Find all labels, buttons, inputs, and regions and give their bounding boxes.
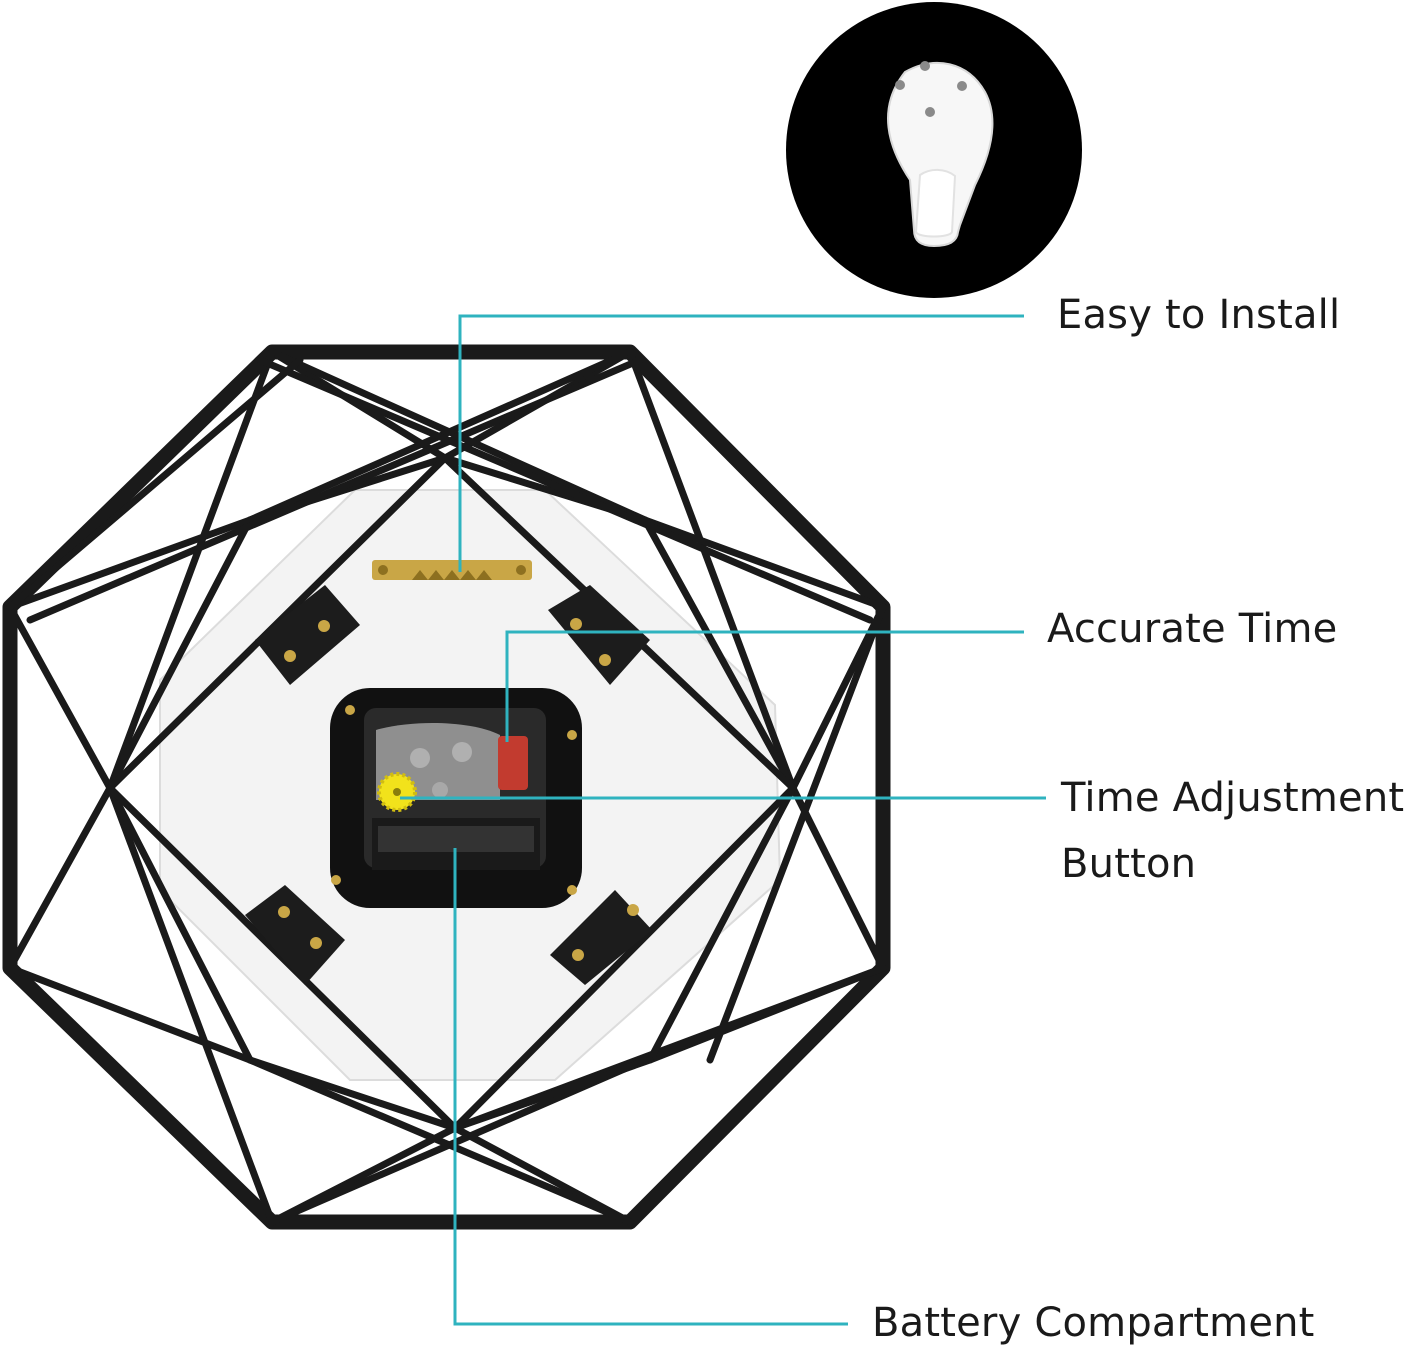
sawtooth-hanger — [372, 560, 532, 580]
callout-easy-to-install: Easy to Install — [1057, 292, 1341, 338]
callout-time-adjustment-line1: Time Adjustment — [1061, 775, 1404, 821]
leader-line-easy-install — [458, 314, 1024, 572]
callout-leader-lines — [400, 314, 1046, 1326]
callout-accurate-time: Accurate Time — [1047, 606, 1338, 652]
callout-time-adjustment-button: Time Adjustment Button — [1061, 765, 1404, 897]
wall-hook-icon — [786, 2, 1082, 298]
time-adjustment-gear-icon — [377, 772, 417, 812]
leader-line-battery — [453, 848, 848, 1326]
mounting-brackets — [245, 585, 652, 985]
callout-battery-compartment: Battery Compartment — [872, 1300, 1315, 1346]
callout-time-adjustment-line2: Button — [1061, 841, 1197, 887]
clock-back-image — [2, 344, 891, 1230]
leader-line-accurate-time — [505, 630, 1024, 742]
